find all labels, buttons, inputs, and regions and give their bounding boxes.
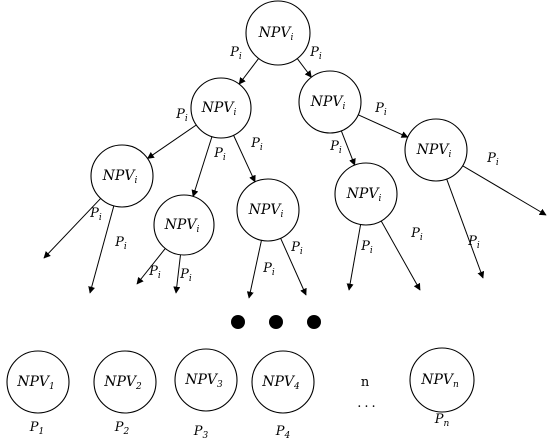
outcome-probability-label: P4 (275, 424, 291, 441)
tree-node: NPVi (90, 144, 154, 208)
outcome-npv-label: NPV2 (103, 374, 142, 392)
edge-probability-label: Pi (213, 146, 226, 163)
tree-branch-arrow (462, 165, 547, 216)
tree-branch-arrow (173, 254, 181, 294)
outcome-npv-label: NPVn (420, 372, 459, 390)
node-circle (90, 144, 154, 208)
node-npv-label: NPVi (248, 202, 284, 220)
edge-probability-label: Pi (467, 234, 480, 251)
tree-node: NPVi (236, 178, 300, 242)
edge-probability-label: Pi (410, 226, 423, 243)
edge-probability-label: Pi (229, 45, 242, 62)
edge-probability-label: Pi (148, 264, 161, 281)
continuation-dot (307, 315, 321, 329)
outcome-circle (409, 347, 475, 413)
outcome-count-label: n (361, 375, 370, 390)
node-npv-label: NPVi (416, 142, 452, 160)
edge-probability-label: Pi (179, 267, 192, 284)
edge-probability-label: Pi (89, 206, 102, 223)
tree-branch-arrow (380, 220, 421, 291)
tree-edge-arrow (233, 135, 256, 183)
node-circle (334, 162, 398, 226)
outcome-ellipsis: ... (357, 396, 378, 411)
tree-edge-arrow (191, 136, 213, 198)
node-npv-label: NPVi (310, 94, 346, 112)
outcome-circle (6, 350, 70, 414)
node-circle (153, 194, 215, 256)
outcome-circle (93, 350, 157, 414)
node-circle (190, 77, 252, 139)
tree-node: NPVi (190, 77, 252, 139)
node-npv-label: NPVi (258, 25, 294, 43)
tree-node: NPVi (153, 194, 215, 256)
tree-edge-arrow (238, 58, 260, 85)
tree-branch-arrow (88, 205, 115, 294)
node-npv-label: NPVi (164, 217, 200, 235)
tree-branch-arrow (246, 240, 262, 299)
node-circle (404, 118, 468, 182)
outcome-circle (174, 348, 238, 412)
tree-node: NPVi (404, 118, 468, 182)
tree-branch-arrow (136, 248, 166, 285)
edge-probability-label: Pi (175, 107, 188, 124)
tree-branch-arrow (43, 198, 101, 259)
outcome-npv-label: NPV3 (184, 372, 223, 390)
edge-probability-label: Pi (486, 151, 499, 168)
continuation-dots (231, 315, 321, 329)
tree-edges (43, 58, 547, 299)
tree-edge-arrow (146, 124, 197, 159)
node-circle (245, 0, 311, 66)
edge-probability-label: Pi (360, 239, 373, 256)
tree-edge-arrow (340, 130, 356, 166)
continuation-dot (231, 315, 245, 329)
tree-branch-arrow (346, 224, 362, 291)
outcome-probability-label: P3 (193, 424, 209, 441)
continuation-dot (269, 315, 283, 329)
edge-probability-label: Pi (329, 139, 342, 156)
node-circle (298, 70, 362, 134)
node-npv-label: NPVi (102, 168, 138, 186)
tree-edge-arrow (358, 114, 409, 138)
outcome-circle (251, 350, 315, 414)
tree-node: NPVi (334, 162, 398, 226)
tree-branch-arrow (446, 178, 485, 279)
node-circle (236, 178, 300, 242)
edge-probability-label: Pi (114, 235, 127, 252)
tree-branch-arrow (280, 238, 307, 296)
outcome-probability-label: Pn (434, 412, 450, 429)
tree-node: NPVi (298, 70, 362, 134)
node-npv-label: NPVi (201, 100, 237, 118)
outcome-npv-label: NPV1 (16, 374, 55, 392)
edge-probability-label: Pi (309, 45, 322, 62)
tree-node: NPVi (245, 0, 311, 66)
node-npv-label: NPVi (346, 186, 382, 204)
edge-probability-label: Pi (262, 261, 275, 278)
tree-edge-arrow (296, 58, 312, 78)
edge-probability-label: Pi (290, 240, 303, 257)
edge-probability-label: Pi (250, 136, 263, 153)
outcome-probability-label: P2 (114, 420, 130, 437)
outcome-npv-label: NPV4 (261, 374, 300, 392)
outcome-probability-label: P1 (29, 420, 44, 437)
edge-probability-label: Pi (374, 101, 387, 118)
